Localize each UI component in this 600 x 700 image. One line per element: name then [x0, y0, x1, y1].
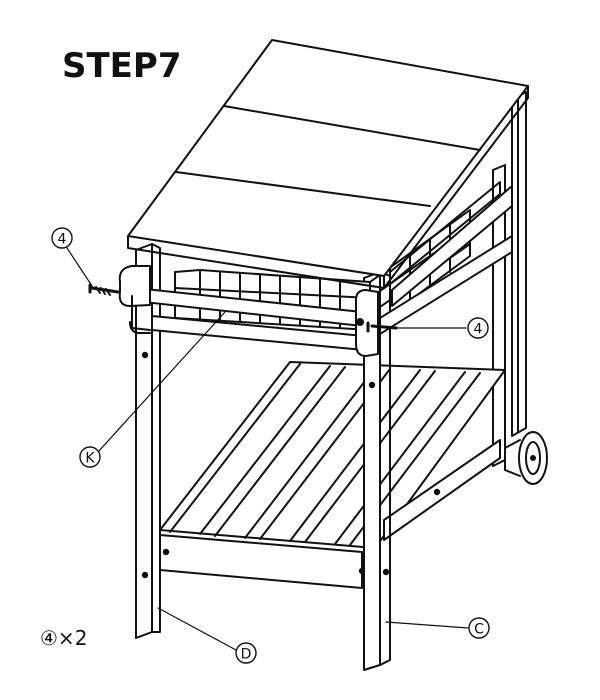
callout-screw-left-label: 4 — [58, 232, 67, 248]
quantity-label: ④×2 — [40, 626, 88, 650]
callout-screw-left: 4 — [51, 227, 73, 249]
bottom-shelf — [159, 361, 506, 589]
callout-handle: K — [79, 446, 101, 468]
upper-frame — [151, 181, 513, 351]
screw-left — [88, 283, 120, 296]
front-left-leg — [135, 243, 161, 639]
callout-screw-right-label: 4 — [474, 322, 483, 338]
callout-leg-c: C — [468, 617, 490, 639]
callout-screw-right: 4 — [467, 317, 489, 339]
wheel — [504, 431, 548, 485]
table-top — [127, 39, 529, 289]
screw-right — [366, 321, 398, 333]
callout-leg-d: D — [235, 642, 257, 664]
callout-handle-label: K — [85, 451, 95, 467]
callout-leg-d-label: D — [241, 647, 252, 663]
back-right-leg — [511, 91, 527, 437]
back-left-leg — [492, 164, 506, 467]
callout-leg-c-label: C — [474, 622, 484, 638]
step-title: STEP7 — [62, 46, 182, 86]
